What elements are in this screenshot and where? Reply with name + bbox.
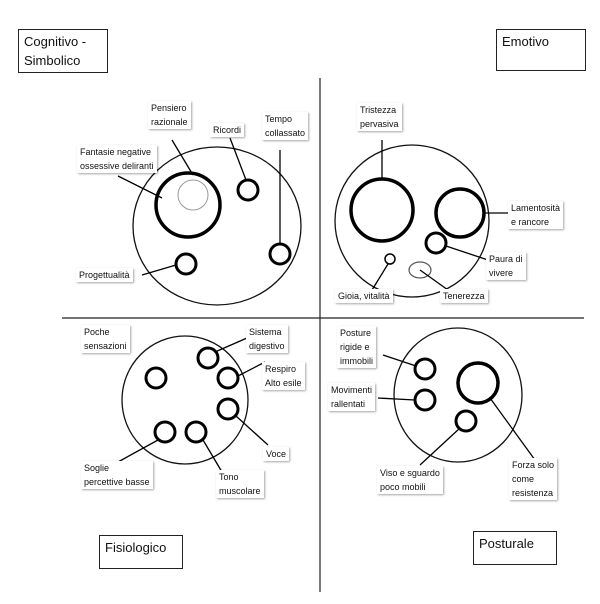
quadrant-fisiologico: Fisiologico <box>99 535 183 569</box>
tempo-circle <box>268 242 292 266</box>
connector-paura <box>445 245 489 261</box>
connector-voce <box>235 415 269 446</box>
label-paura: Paura di vivere <box>486 252 526 280</box>
label-gioia: Gioia, vitalità <box>335 289 393 303</box>
tenerezza-circle <box>408 261 432 279</box>
quadrant-cognitivo: Cognitivo - Simbolico <box>18 29 108 73</box>
ricordi-circle <box>236 178 260 202</box>
tono-circle <box>184 420 208 444</box>
gioia-circle <box>384 253 396 265</box>
fisiologico-circle <box>121 335 249 465</box>
label-voce: Voce <box>263 447 290 461</box>
label-forza: Forza solo come resistenza <box>509 458 558 500</box>
label-soglie: Soglie percettive basse <box>81 461 153 489</box>
connector-tenerezza <box>419 269 449 291</box>
label-tenerezza: Tenerezza <box>440 289 488 303</box>
connector-pensiero <box>171 139 194 176</box>
label-sistema-digestivo: Sistema digestivo <box>246 325 288 353</box>
label-lamentosita: Lamentosità e rancore <box>508 201 564 229</box>
emotivo-circle <box>334 144 490 298</box>
connector-respiro <box>237 361 266 377</box>
voce-circle <box>216 397 240 421</box>
connector-digestivo <box>214 337 248 353</box>
forza-circle <box>456 361 500 405</box>
viso-circle <box>454 409 478 433</box>
label-tempo-collassato: Tempo collassato <box>262 112 309 140</box>
connector-soglie <box>117 439 159 463</box>
quadrant-posturale: Posturale <box>473 531 557 565</box>
lamentosita-circle <box>434 187 486 239</box>
connector-fantasie <box>117 175 163 199</box>
connector-posture <box>382 354 417 367</box>
label-fantasie: Fantasie negative ossessive deliranti <box>77 145 157 173</box>
soglie-circle <box>153 420 177 444</box>
label-poche-sensazioni: Poche sensazioni <box>81 325 130 353</box>
label-posture: Posture rigide e immobili <box>337 326 377 368</box>
fantasie-circle <box>154 171 222 239</box>
posturale-circle <box>393 327 523 463</box>
label-progettualita: Progettualità <box>76 268 133 282</box>
poche-sensazioni-circle <box>144 366 168 390</box>
label-ricordi: Ricordi <box>210 123 245 137</box>
connector-movimenti <box>377 397 416 401</box>
paura-circle <box>424 231 448 255</box>
posture-circle <box>413 357 437 381</box>
quadrant-emotivo: Emotivo <box>496 29 586 71</box>
connector-forza <box>489 397 536 461</box>
label-respiro: Respiro Alto esile <box>262 362 305 390</box>
label-tristezza: Tristezza pervasiva <box>357 103 402 131</box>
connector-gioia <box>371 263 389 291</box>
label-tono: Tono muscolare <box>216 470 264 498</box>
connector-progettualita <box>141 264 177 276</box>
label-pensiero-razionale: Pensiero razionale <box>148 101 191 129</box>
label-movimenti: Movimenti rallentati <box>328 383 376 411</box>
connector-tono <box>202 439 223 473</box>
movimenti-circle <box>413 388 437 412</box>
digestivo-circle <box>196 346 220 370</box>
cognitivo-circle <box>132 146 302 306</box>
tristezza-circle <box>349 177 415 243</box>
progettualita-circle <box>174 252 198 276</box>
respiro-circle <box>216 366 240 390</box>
label-viso: Viso e sguardo poco mobili <box>377 466 443 494</box>
connector-ricordi <box>229 137 247 181</box>
pensiero-inner-circle <box>177 179 209 211</box>
connector-viso <box>419 427 461 466</box>
